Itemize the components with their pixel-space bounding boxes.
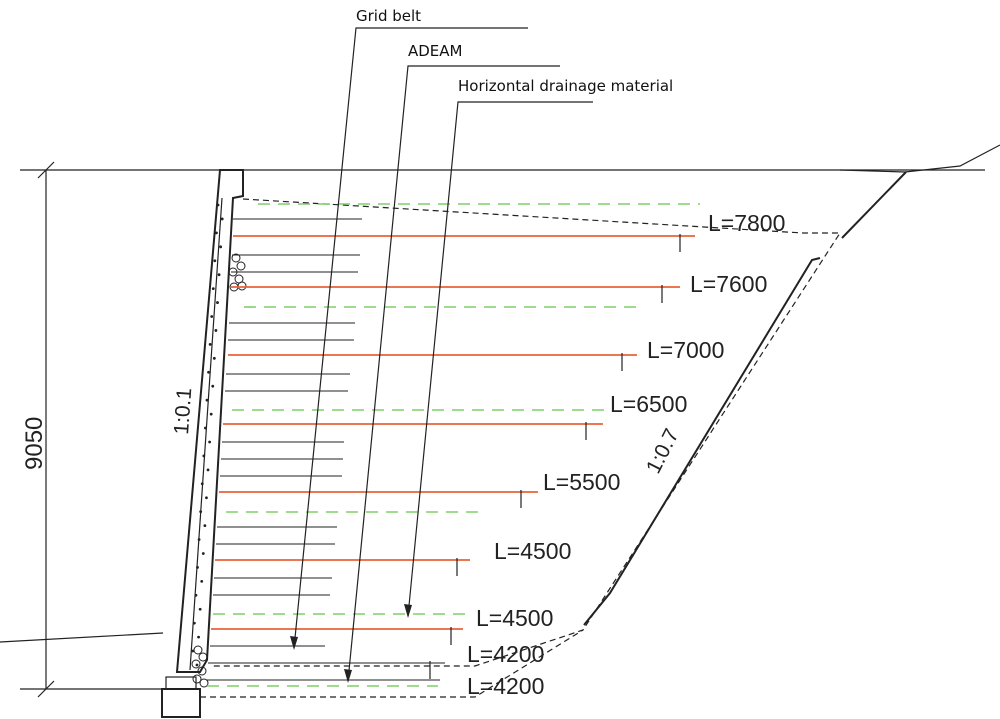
wall-dot (194, 593, 198, 597)
gravel-stone (231, 253, 241, 263)
gravel-stone (198, 652, 208, 662)
wall-dot (207, 370, 210, 374)
adeam-leader (347, 65, 560, 682)
gravel-stone (193, 645, 203, 655)
gravel-stone (192, 674, 202, 684)
length-label: L=7600 (690, 271, 767, 297)
wall-dot (211, 384, 215, 388)
wall-footing (161, 688, 201, 718)
wall-dot (216, 301, 219, 304)
callout-leaders: Grid belt ADEAM Horizontal drainage mate… (290, 7, 673, 683)
reinforcement-layers (206, 203, 700, 687)
wall-dot (211, 287, 215, 291)
length-labels: L=7800 L=7600 L=7000 L=6500 L=5500 L=450… (467, 210, 785, 699)
excavation-dashed-line (213, 198, 842, 667)
length-label: L=7800 (708, 210, 785, 236)
wall-dot (202, 454, 206, 458)
wall-dot (213, 259, 217, 263)
wall-dot (201, 552, 205, 555)
wall-dot (199, 510, 203, 514)
wall-dot (212, 356, 216, 360)
drainage-leader (407, 101, 593, 617)
length-label: L=4200 (467, 641, 544, 667)
wall-dot (200, 579, 204, 583)
length-label: L=5500 (543, 469, 620, 495)
wall-dot (209, 412, 213, 416)
wall-dot (205, 398, 209, 402)
wall-outline (175, 169, 244, 673)
gravel-stone (191, 659, 201, 669)
back-slope-upper (841, 171, 907, 239)
wall-dot (214, 329, 218, 332)
gravel-stone (236, 261, 246, 271)
wall-slope-ratio: 1:0.1 (170, 387, 196, 435)
wall-dot (217, 273, 221, 277)
gravel-stone (237, 281, 247, 291)
gravel-stone (199, 678, 209, 688)
length-label: L=6500 (610, 391, 687, 417)
wall-dot (208, 440, 212, 444)
wall-dot (203, 524, 207, 528)
grid-belt-leader (293, 27, 528, 649)
excavation-dashed-bottom (200, 629, 584, 698)
left-ground-line (0, 632, 164, 643)
wall-dot (220, 217, 224, 221)
wall-dot (208, 342, 212, 346)
adeam-callout: ADEAM (408, 42, 463, 60)
wall-dot (219, 245, 223, 249)
wall-dot (216, 203, 220, 207)
top-slope-line (839, 144, 1000, 173)
grid-belt-arrowhead (290, 636, 298, 650)
wall-dot-pattern (191, 203, 224, 667)
wall-dot (205, 496, 208, 500)
gravel-fill (191, 253, 247, 688)
wall-dot (200, 482, 204, 486)
length-label: L=4500 (494, 538, 571, 564)
wall-dot (196, 566, 199, 569)
back-slope-ratio: 1:0.7 (642, 425, 684, 477)
wall-dot (203, 426, 207, 430)
wall-dot (215, 231, 218, 235)
drainage-callout: Horizontal drainage material (458, 77, 673, 95)
adeam-arrowhead (344, 669, 352, 683)
wall-dot (197, 538, 201, 541)
wall-inner-line (189, 197, 223, 671)
wall-dot (198, 607, 202, 611)
wall-dot (192, 621, 196, 625)
wall-dot (197, 635, 200, 639)
height-dimension: 9050 (21, 161, 55, 698)
dimension-tick-top (37, 161, 55, 179)
wall-dot (206, 468, 210, 472)
ground-lines (0, 144, 1000, 690)
length-label: L=4200 (467, 673, 544, 699)
wall-dot (191, 649, 195, 653)
gravel-stone (197, 666, 207, 676)
dimension-tick-bottom (37, 680, 55, 698)
wall-footing-top (165, 676, 197, 690)
wall-facing (161, 169, 247, 718)
grid-belt-callout: Grid belt (356, 7, 421, 25)
back-slope-outer (583, 257, 821, 626)
wall-dot (195, 663, 199, 667)
drainage-arrowhead (404, 604, 412, 618)
length-label: L=7000 (647, 337, 724, 363)
height-dimension-label: 9050 (21, 417, 48, 470)
wall-dot (210, 315, 214, 318)
length-label: L=4500 (476, 605, 553, 631)
